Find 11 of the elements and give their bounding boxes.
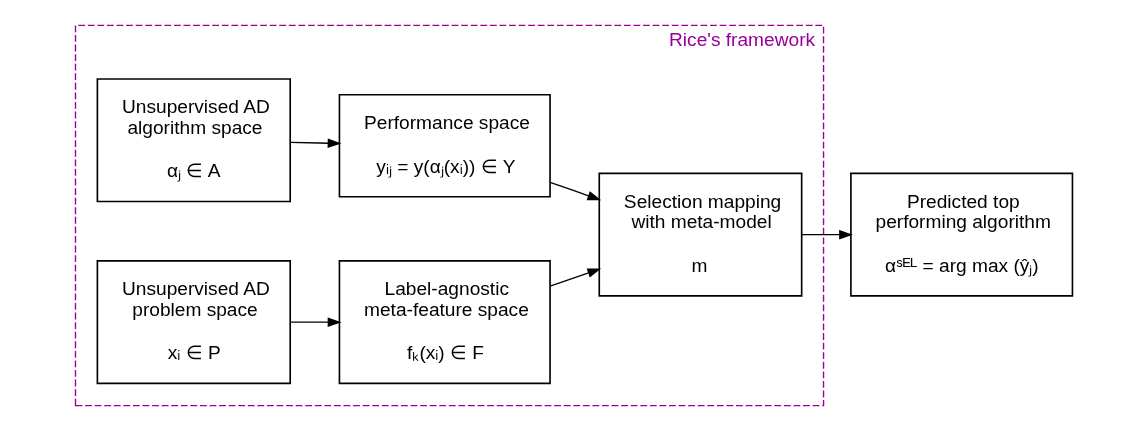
node-box: Unsupervised AD problem space xᵢ ∈ P — [96, 259, 291, 384]
node-box: Predicted top performing algorithm αˢᴱᴸ = arg max (ŷⱼ) — [850, 172, 1074, 297]
arrow — [289, 316, 342, 327]
node-box: Selection mapping with meta-model m — [598, 172, 803, 297]
node-box: Performance space yᵢⱼ = y(αⱼ(xᵢ)) ∈ Y — [338, 93, 551, 198]
arrow — [801, 229, 853, 239]
node-box: Unsupervised AD algorithm space αⱼ ∈ A — [96, 77, 291, 202]
node-box: Label-agnostic meta-feature space fₖ(xᵢ) ∈ F — [338, 259, 551, 384]
arrow — [289, 137, 342, 148]
arrow — [549, 181, 602, 200]
arrow — [549, 268, 602, 287]
